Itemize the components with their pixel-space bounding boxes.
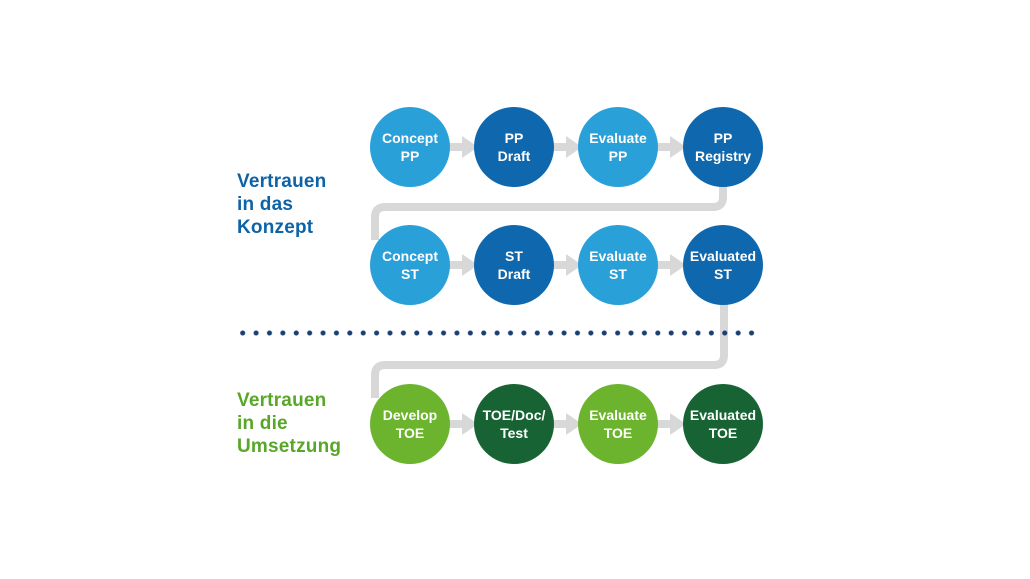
arrow-right-icon bbox=[549, 413, 582, 435]
arrow-right-icon bbox=[549, 254, 582, 276]
connector-st-to-toe bbox=[371, 292, 728, 398]
step-evaluated-st: Evaluated ST bbox=[683, 225, 763, 305]
arrow-right-icon bbox=[653, 413, 686, 435]
arrow-right-icon bbox=[445, 413, 478, 435]
group-label-concept: Vertrauen in das Konzept bbox=[237, 171, 327, 238]
group-label-implementation: Vertrauen in die Umsetzung bbox=[237, 390, 342, 457]
step-evaluated-toe: Evaluated TOE bbox=[683, 384, 763, 464]
arrow-right-icon bbox=[445, 136, 478, 158]
step-pp-draft: PP Draft bbox=[474, 107, 554, 187]
step-develop-toe: Develop TOE bbox=[370, 384, 450, 464]
dotted-separator bbox=[236, 328, 757, 338]
step-evaluate-toe: Evaluate TOE bbox=[578, 384, 658, 464]
connector-pp-to-st bbox=[371, 176, 727, 240]
arrow-right-icon bbox=[549, 136, 582, 158]
arrow-right-icon bbox=[653, 254, 686, 276]
step-concept-pp: Concept PP bbox=[370, 107, 450, 187]
step-pp-registry: PP Registry bbox=[683, 107, 763, 187]
step-evaluate-st: Evaluate ST bbox=[578, 225, 658, 305]
step-st-draft: ST Draft bbox=[474, 225, 554, 305]
step-evaluate-pp: Evaluate PP bbox=[578, 107, 658, 187]
arrow-right-icon bbox=[653, 136, 686, 158]
step-toe-doc-test: TOE/Doc/ Test bbox=[474, 384, 554, 464]
step-concept-st: Concept ST bbox=[370, 225, 450, 305]
arrow-right-icon bbox=[445, 254, 478, 276]
